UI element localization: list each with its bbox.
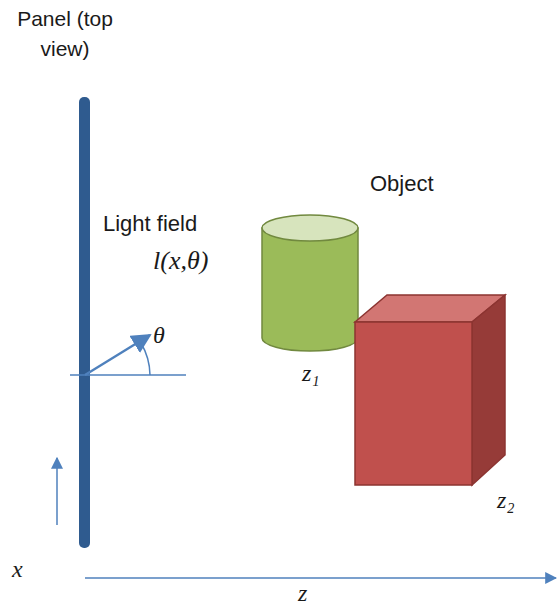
x-axis-arrow <box>56 458 58 525</box>
axis-label: x <box>12 556 23 582</box>
light-ray <box>85 335 150 375</box>
axis-label: z <box>298 580 307 606</box>
depth-label: z₁ <box>302 360 320 386</box>
angle-arc <box>141 343 150 375</box>
cube-object <box>355 295 505 485</box>
cylinder-object <box>262 215 358 351</box>
z-axis-arrow <box>85 577 556 579</box>
panel-bar <box>79 97 90 548</box>
angle-label: θ <box>153 322 165 348</box>
object-label: Object <box>370 172 434 196</box>
light-field-label: Light field <box>103 212 197 236</box>
light-field-symbol: l(x,θ) <box>153 246 208 275</box>
panel-title: Panel (top view) <box>0 4 130 64</box>
depth-label: z₂ <box>497 487 515 513</box>
